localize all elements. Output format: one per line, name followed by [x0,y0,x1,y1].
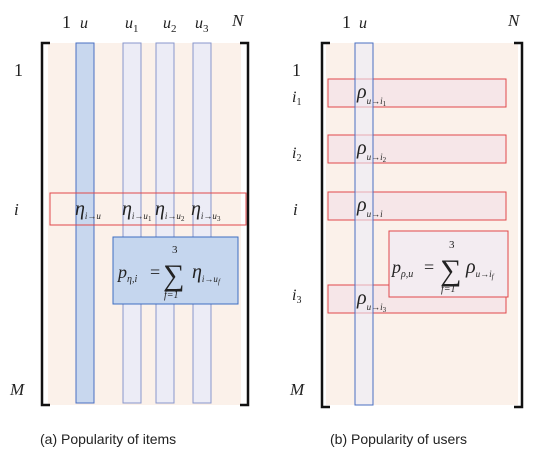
formula-a-upper: 3 [172,244,178,256]
top-label-u2: u2 [163,15,177,35]
top-label-u: u [359,15,367,32]
formula-b-lower: f=1 [441,284,456,295]
cell-rho-u-i2: ρu→i2 [356,137,387,164]
column-u [354,42,374,406]
column-u [75,42,95,404]
formula-a-box [112,236,239,305]
top-label-1: 1 [342,12,351,32]
formula-b-eq: = [424,257,434,277]
formula-a-term: ηi→uf [192,261,221,286]
top-label-u1: u1 [125,15,139,35]
top-label-N: N [507,11,521,30]
panel-users: 1 u N 1 i1 i2 i i3 M ρu→i1 ρu→i2 ρu→i ρu… [289,11,524,447]
top-label-u3: u3 [195,15,209,35]
column-u3 [192,42,212,404]
left-label-i2: i2 [292,145,301,164]
cell-eta-i-u3: ηi→u3 [191,198,221,223]
left-label-M: M [9,380,25,399]
left-label-i: i [293,200,298,219]
formula-a-sigma: ∑ [163,259,184,292]
formula-a-eq: = [150,262,160,282]
top-label-1: 1 [62,12,71,32]
column-u2 [155,42,175,404]
cell-eta-i-u1: ηi→u1 [122,198,152,223]
formula-a-lower: f=1 [164,290,179,301]
formula-a: pη,i = 3 ∑ f=1 ηi→uf [112,236,239,305]
left-bracket-b [320,41,330,409]
formula-b-upper: 3 [449,239,455,251]
row-i [49,192,247,226]
caption-b: (b) Popularity of users [330,431,467,447]
formula-b: pρ,u = 3 ∑ f=1 ρu→if [388,230,509,298]
panel-items: 1 u u1 u2 u3 N 1 i M ηi→u ηi→u1 ηi→u2 ηi… [9,11,250,447]
cell-rho-u-i: ρu→i [356,194,383,219]
formula-b-lhs: pρ,u [390,257,413,280]
left-label-i1: i1 [292,89,301,108]
top-label-N: N [231,11,245,30]
cell-eta-i-u: ηi→u [75,198,101,221]
cell-rho-u-i1: ρu→i1 [356,81,387,108]
formula-a-lhs: pη,i [116,262,137,285]
right-bracket-b [514,41,524,409]
left-label-i: i [14,200,19,219]
left-bracket-a [40,41,50,407]
formula-b-box [388,230,509,298]
cell-eta-i-u2: ηi→u2 [155,198,185,223]
caption-a: (a) Popularity of items [40,431,176,447]
left-label-M: M [289,380,305,399]
formula-b-term: ρu→if [465,256,495,281]
formula-b-sigma: ∑ [440,254,461,287]
left-label-1: 1 [292,60,301,80]
cell-rho-u-i3: ρu→i3 [356,287,387,314]
top-label-u: u [80,15,88,32]
column-u1 [122,42,142,404]
left-label-1: 1 [14,60,23,80]
left-label-i3: i3 [292,287,301,306]
right-bracket-a [240,41,250,407]
